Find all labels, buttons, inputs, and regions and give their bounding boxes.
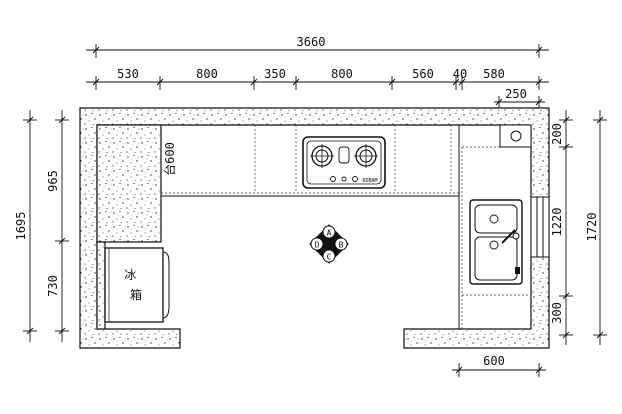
dim-right-middle: 1220 — [550, 208, 564, 237]
dim-left-upper: 965 — [46, 170, 60, 192]
left-outer-dimension: 1695 — [14, 110, 37, 342]
top-right-small-dimension: 250 — [494, 87, 545, 108]
fridge-base — [96, 241, 106, 330]
triangle-label-top: A — [327, 229, 332, 238]
dim-top-seg-6: 40 — [453, 67, 467, 81]
top-counter — [161, 125, 459, 197]
dim-top-right-small: 250 — [505, 87, 527, 101]
dim-top-seg-2: 800 — [196, 67, 218, 81]
stove-brand-label: ROBAM — [362, 178, 377, 184]
work-triangle-marker: A B C D — [309, 224, 349, 264]
bottom-right-dimension: 600 — [452, 354, 546, 377]
fridge-label: 冰 箱 — [124, 268, 143, 302]
dimension-tick-slash — [92, 78, 100, 86]
refrigerator-icon: 冰 箱 — [104, 247, 170, 323]
dimension-tick-slash — [535, 78, 543, 86]
left-inner-dimensions: 965 730 — [46, 110, 69, 342]
dimension-tick-slash — [388, 78, 396, 86]
dim-bottom-right: 600 — [483, 354, 505, 368]
sink-icon — [469, 199, 523, 285]
dim-right-bottom: 300 — [550, 302, 564, 324]
right-inner-dimensions: 200 1220 300 — [550, 110, 573, 345]
counter-depth-label: 台600 — [162, 142, 177, 176]
dim-top-total: 3660 — [297, 35, 326, 49]
dim-right-outer: 1720 — [585, 213, 599, 242]
triangle-label-bottom: C — [327, 253, 332, 262]
dimension-tick-slash — [250, 78, 258, 86]
dim-top-seg-5: 560 — [412, 67, 434, 81]
dimension-tick-slash — [156, 78, 164, 86]
top-segment-dimensions: 530 800 350 800 560 40 580 — [86, 67, 549, 90]
dim-top-seg-1: 530 — [117, 67, 139, 81]
dim-right-top: 200 — [550, 123, 564, 145]
fridge-label-char-2: 箱 — [130, 287, 142, 302]
window-opening — [530, 196, 550, 258]
right-outer-dimension: 1720 — [585, 110, 607, 345]
triangle-label-left: D — [315, 241, 320, 250]
triangle-label-right: B — [339, 241, 344, 250]
dimension-tick-slash — [458, 78, 466, 86]
dimension-tick-slash — [452, 78, 460, 86]
dim-top-seg-3: 350 — [264, 67, 286, 81]
dim-left-lower: 730 — [46, 275, 60, 297]
fridge-label-char-1: 冰 — [124, 268, 136, 282]
dimension-tick-slash — [292, 78, 300, 86]
left-counter-block — [96, 124, 162, 243]
dim-top-seg-4: 800 — [331, 67, 353, 81]
dim-left-outer: 1695 — [14, 212, 28, 241]
gas-stove-icon: ROBAM — [302, 136, 386, 189]
corner-drain-icon — [499, 124, 532, 148]
top-total-dimension: 3660 — [86, 35, 549, 58]
dim-top-seg-7: 580 — [483, 67, 505, 81]
